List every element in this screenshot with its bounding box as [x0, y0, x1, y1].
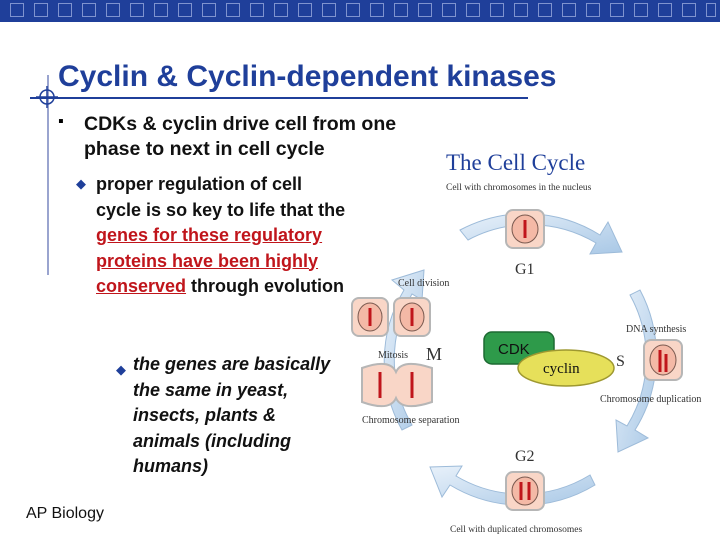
bar-square [418, 3, 432, 17]
label-g2: G2 [515, 448, 535, 465]
cell-cycle-diagram: The Cell Cycle CDK cyclin Cell with chro… [351, 150, 701, 535]
title-vertical-rule [47, 75, 49, 275]
diamond-bullet-icon: ◆ [76, 176, 86, 191]
bar-square [562, 3, 576, 17]
label-g1: G1 [515, 261, 535, 278]
label-cell-division: Cell division [398, 278, 449, 289]
bar-square [82, 3, 96, 17]
title-underline [30, 97, 528, 99]
label-dna-synthesis: DNA synthesis [626, 324, 686, 335]
bar-square [634, 3, 648, 17]
bar-square [514, 3, 528, 17]
crosshair-icon [36, 86, 58, 108]
bar-square [298, 3, 312, 17]
label-chromosome-duplication: Chromosome duplication [600, 394, 701, 405]
bar-square [130, 3, 144, 17]
diamond-bullet-icon: ◆ [116, 362, 126, 377]
bar-square [202, 3, 216, 17]
bar-square [10, 3, 24, 17]
footer-label: AP Biology [26, 505, 104, 522]
bar-square [178, 3, 192, 17]
bar-square [226, 3, 240, 17]
bar-square [658, 3, 672, 17]
bullet-level1: CDKs & cyclin drive cell from one phase … [84, 113, 397, 160]
bar-square [106, 3, 120, 17]
top-bar [0, 0, 720, 22]
label-s: S [616, 353, 625, 370]
highlight-text: genes for these regulatory proteins have… [96, 225, 323, 296]
bar-square [538, 3, 552, 17]
cdk-label: CDK [498, 341, 530, 358]
cell-mitosis [361, 362, 433, 408]
label-duplicated: Cell with duplicated chromosomes [450, 525, 582, 535]
bar-square [706, 3, 716, 17]
bullet-text: proper regulation of cell cycle is so ke… [96, 174, 346, 220]
bar-square [274, 3, 288, 17]
label-nucleus: Cell with chromosomes in the nucleus [446, 183, 592, 193]
label-mitosis: Mitosis [378, 350, 408, 361]
bar-square [490, 3, 504, 17]
bar-square [586, 3, 600, 17]
diagram-title: The Cell Cycle [446, 150, 585, 175]
bar-square [466, 3, 480, 17]
bullet-text-end: through evolution [186, 276, 345, 296]
bar-square [346, 3, 360, 17]
bar-square [34, 3, 48, 17]
page-title: Cyclin & Cyclin-dependent kinases [58, 60, 557, 93]
cyclin-label: cyclin [543, 361, 580, 377]
bar-square [154, 3, 168, 17]
bar-square [58, 3, 72, 17]
cyclin-ellipse [517, 349, 615, 387]
square-bullet-icon: ▪ [58, 113, 64, 130]
bar-square [442, 3, 456, 17]
bar-square [394, 3, 408, 17]
bullet-level2: proper regulation of cell cycle is so ke… [96, 172, 352, 300]
bar-square [682, 3, 696, 17]
label-chromosome-separation: Chromosome separation [362, 415, 459, 426]
bar-square [370, 3, 384, 17]
bar-square [250, 3, 264, 17]
bar-square [610, 3, 624, 17]
bar-square [322, 3, 336, 17]
bullet-level3: the genes are basically the same in yeas… [133, 354, 331, 476]
label-m: M [426, 344, 442, 364]
